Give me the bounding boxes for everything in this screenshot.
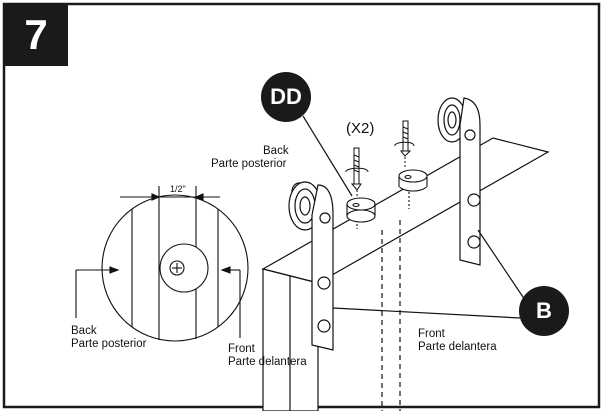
detail-back-label-en: Back [71, 325, 97, 337]
left-hanger-strap [288, 181, 334, 351]
screw-right [399, 120, 412, 168]
front-label-en: Front [418, 328, 445, 340]
rotation-arrow-icon [345, 141, 415, 173]
back-label-es: Parte posterior [211, 158, 287, 170]
back-label-en: Back [263, 145, 289, 157]
detail-circle-view [75, 186, 249, 342]
stop-block-left [346, 197, 376, 229]
callout-dd-circle [261, 72, 311, 122]
leader-lines [302, 115, 526, 319]
detail-front-label-es: Parte delantera [228, 356, 307, 368]
step-number: 7 [24, 11, 48, 58]
detail-back-label-es: Parte posterior [71, 338, 147, 350]
callout-b-label: B [536, 298, 552, 323]
dimension-label: 1/2" [170, 184, 186, 194]
stop-block-right [398, 169, 428, 209]
right-hanger-strap [437, 97, 481, 266]
callout-dd-label: DD [270, 84, 302, 109]
front-label-es: Parte delantera [418, 341, 497, 353]
step-number-box [4, 4, 68, 66]
screw-left [350, 147, 362, 198]
callout-b-circle [519, 286, 569, 336]
detail-front-label-en: Front [228, 343, 255, 355]
quantity-label: (X2) [346, 120, 375, 137]
